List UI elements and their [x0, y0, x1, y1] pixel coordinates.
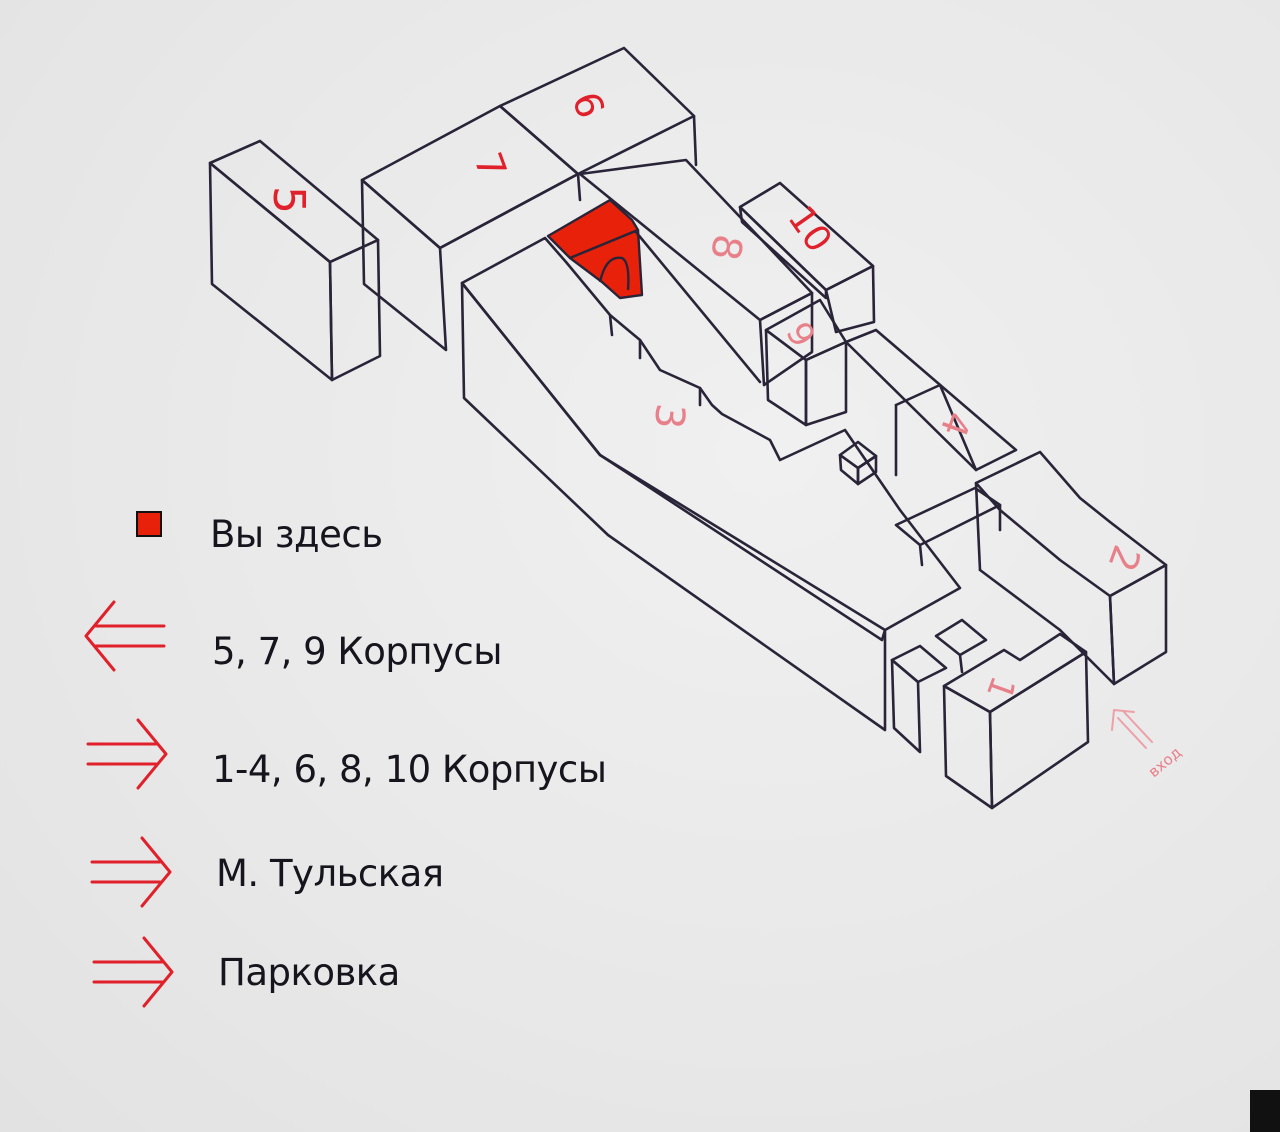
legend-parking: Парковка: [218, 951, 400, 994]
arrow-right-icon: [90, 836, 172, 908]
building-7-label: 7: [465, 147, 515, 185]
entrance-arrow: вход: [1111, 709, 1185, 781]
building-8-label: 8: [701, 231, 751, 264]
building-3: 3: [460, 236, 962, 732]
small-blocks: [890, 618, 988, 754]
building-9-label: 9: [565, 86, 615, 124]
building-5: 5: [208, 139, 382, 382]
building-10: 10: [738, 181, 876, 334]
you-are-here-marker: [546, 198, 644, 300]
building-1: 1: [942, 632, 1090, 810]
corner-mark: [1250, 1090, 1280, 1132]
building-1-label: 1: [978, 671, 1023, 705]
arrow-right-icon: [92, 936, 174, 1008]
small-structure: [838, 440, 878, 486]
building-9: 9: [498, 46, 698, 202]
building-4: 4: [844, 328, 1018, 567]
legend-metro: М. Тульская: [216, 852, 444, 895]
entrance-label: вход: [1145, 743, 1185, 781]
building-3-label: 3: [645, 401, 693, 430]
building-7: 7: [360, 104, 580, 352]
legend-you-are-here: Вы здесь: [210, 513, 383, 556]
arrow-right-icon: [86, 718, 168, 790]
building-5-label: 5: [263, 186, 314, 214]
legend-left-buildings: 5, 7, 9 Корпусы: [212, 630, 502, 673]
building-10-label: 10: [779, 199, 839, 260]
you-are-here-swatch: [136, 511, 162, 537]
arrow-left-icon: [84, 600, 166, 672]
building-2: 2: [974, 450, 1168, 686]
legend-right-buildings: 1-4, 6, 8, 10 Корпусы: [212, 748, 607, 791]
